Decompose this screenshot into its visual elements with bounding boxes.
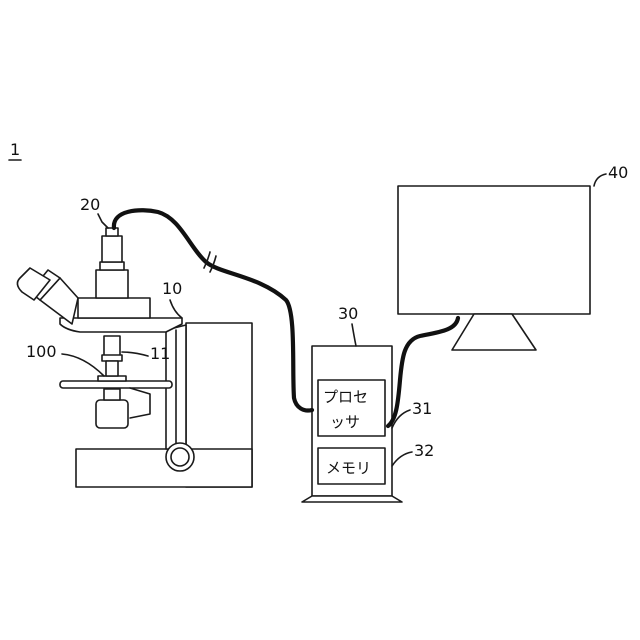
processor-label-line2: ッサ	[330, 413, 360, 431]
microscope-base	[76, 449, 252, 487]
ref-computer: 30	[338, 304, 358, 323]
microscope	[17, 262, 252, 487]
ref-display: 40	[608, 163, 628, 182]
computer-foot	[302, 496, 402, 502]
computer: プロセ ッサ メモリ	[302, 346, 402, 502]
condenser	[96, 400, 128, 428]
head-block	[78, 298, 150, 318]
display	[398, 186, 590, 350]
ref-specimen: 100	[26, 342, 57, 361]
microscope-head	[60, 318, 182, 332]
ref-memory: 32	[414, 441, 434, 460]
camera	[102, 228, 122, 262]
system-number: 1	[10, 140, 20, 159]
ref-objective: 11	[150, 344, 170, 363]
display-stand	[452, 314, 536, 350]
ref-camera: 20	[80, 195, 100, 214]
camera-body	[102, 236, 122, 262]
display-screen	[398, 186, 590, 314]
ref-processor: 31	[412, 399, 432, 418]
processor-label-line1: プロセ	[323, 388, 368, 406]
ref-microscope: 10	[162, 279, 182, 298]
memory-label: メモリ	[326, 459, 371, 477]
camera-adapter	[96, 270, 128, 298]
microscope-stage	[60, 381, 172, 388]
